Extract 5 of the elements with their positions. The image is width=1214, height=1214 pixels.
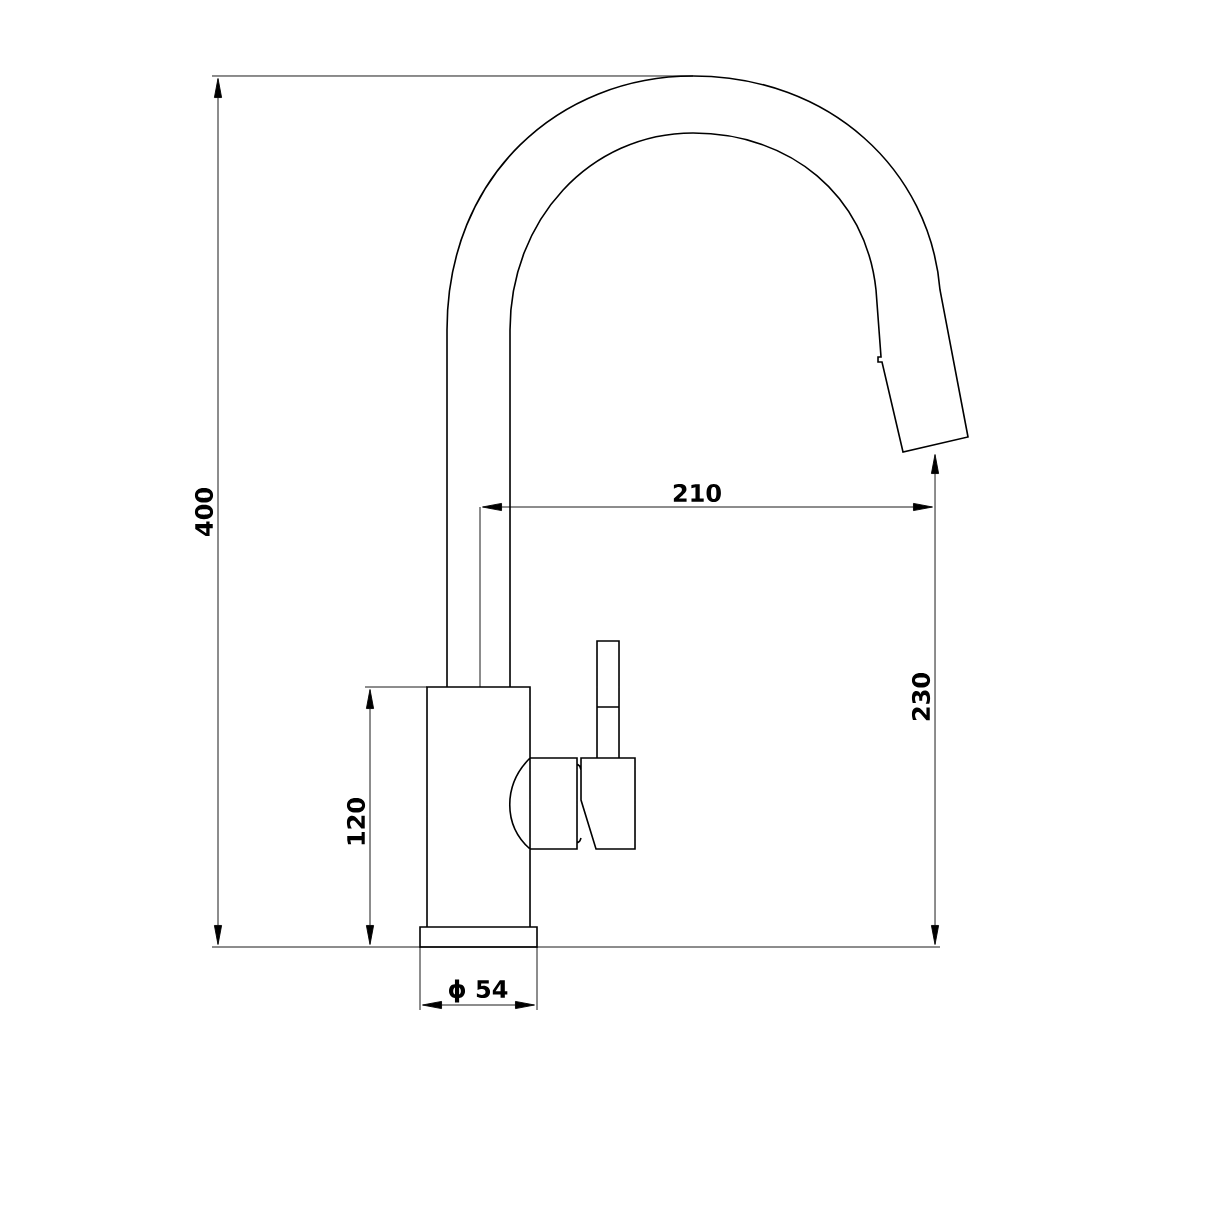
dimension-label: 400: [194, 488, 214, 536]
dimension-label: 230: [911, 673, 931, 721]
dimension-label: 210: [673, 483, 721, 503]
dimension-label: 120: [346, 798, 366, 845]
dimension-label: ϕ 54: [449, 979, 508, 1003]
